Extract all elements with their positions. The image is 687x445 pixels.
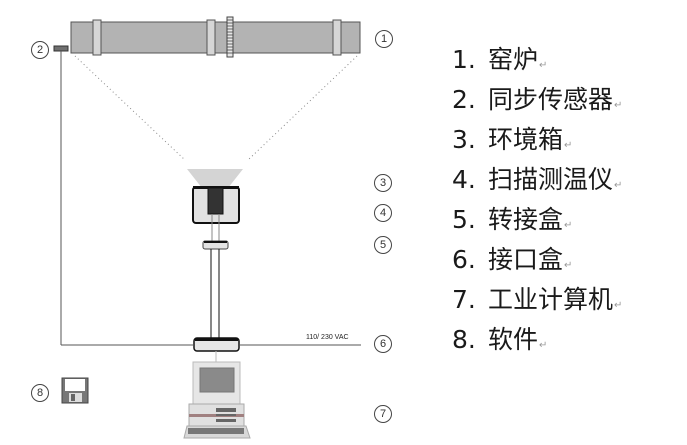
- legend-item: 6. 接口盒↵: [452, 240, 622, 280]
- callout-5: 5: [374, 236, 392, 254]
- legend-item: 2. 同步传感器↵: [452, 80, 622, 120]
- component-legend: 1.窑炉↵ 2.同步传感器↵ 3.环境箱↵ 4.扫描测温仪↵ 5.转接盒↵ 6.…: [452, 40, 622, 360]
- callout-8: 8: [31, 384, 49, 402]
- legend-label: 环境箱: [488, 125, 564, 154]
- legend-label: 扫描测温仪: [488, 165, 614, 194]
- scanner-head: [207, 187, 224, 215]
- return-mark-icon: ↵: [614, 300, 623, 311]
- legend-item: 7. 工业计算机↵: [452, 280, 622, 320]
- kiln-girth-gear: [226, 16, 234, 58]
- return-mark-icon: ↵: [614, 100, 623, 111]
- system-diagram: [53, 16, 361, 439]
- legend-item: 1. 窑炉↵: [452, 40, 622, 80]
- legend-number: 8.: [452, 325, 476, 354]
- industrial-computer: [183, 361, 251, 439]
- legend-item: 3. 环境箱↵: [452, 120, 622, 160]
- legend-item: 4. 扫描测温仪↵: [452, 160, 622, 200]
- legend-number: 5.: [452, 205, 476, 234]
- callout-2: 2: [31, 41, 49, 59]
- callout-6: 6: [374, 335, 392, 353]
- legend-label: 窑炉: [488, 45, 539, 74]
- return-mark-icon: ↵: [539, 60, 548, 71]
- kiln-tyre-band: [206, 19, 216, 56]
- return-mark-icon: ↵: [564, 260, 573, 271]
- legend-number: 4.: [452, 165, 476, 194]
- return-mark-icon: ↵: [539, 340, 548, 351]
- legend-number: 3.: [452, 125, 476, 154]
- legend-label: 接口盒: [488, 245, 564, 274]
- scan-field: [74, 55, 358, 161]
- legend-label: 转接盒: [488, 205, 564, 234]
- callout-4: 4: [374, 204, 392, 222]
- kiln-tyre-band: [92, 19, 102, 56]
- callout-1: 1: [375, 30, 393, 48]
- legend-label: 工业计算机: [488, 285, 614, 314]
- return-mark-icon: ↵: [564, 140, 573, 151]
- legend-item: 8. 软件↵: [452, 320, 622, 360]
- return-mark-icon: ↵: [614, 180, 623, 191]
- legend-item: 5. 转接盒↵: [452, 200, 622, 240]
- callout-7: 7: [374, 405, 392, 423]
- legend-label: 同步传感器: [488, 85, 614, 114]
- legend-number: 1.: [452, 45, 476, 74]
- legend-number: 2.: [452, 85, 476, 114]
- power-supply-label: 110/ 230 VAC: [306, 334, 349, 341]
- floppy-disk-icon: [61, 377, 89, 404]
- legend-number: 6.: [452, 245, 476, 274]
- sync-sensor: [53, 45, 69, 52]
- kiln-tyre-band: [332, 19, 342, 56]
- return-mark-icon: ↵: [564, 220, 573, 231]
- kiln: [70, 16, 361, 58]
- callout-3: 3: [374, 174, 392, 192]
- legend-number: 7.: [452, 285, 476, 314]
- legend-label: 软件: [488, 325, 539, 354]
